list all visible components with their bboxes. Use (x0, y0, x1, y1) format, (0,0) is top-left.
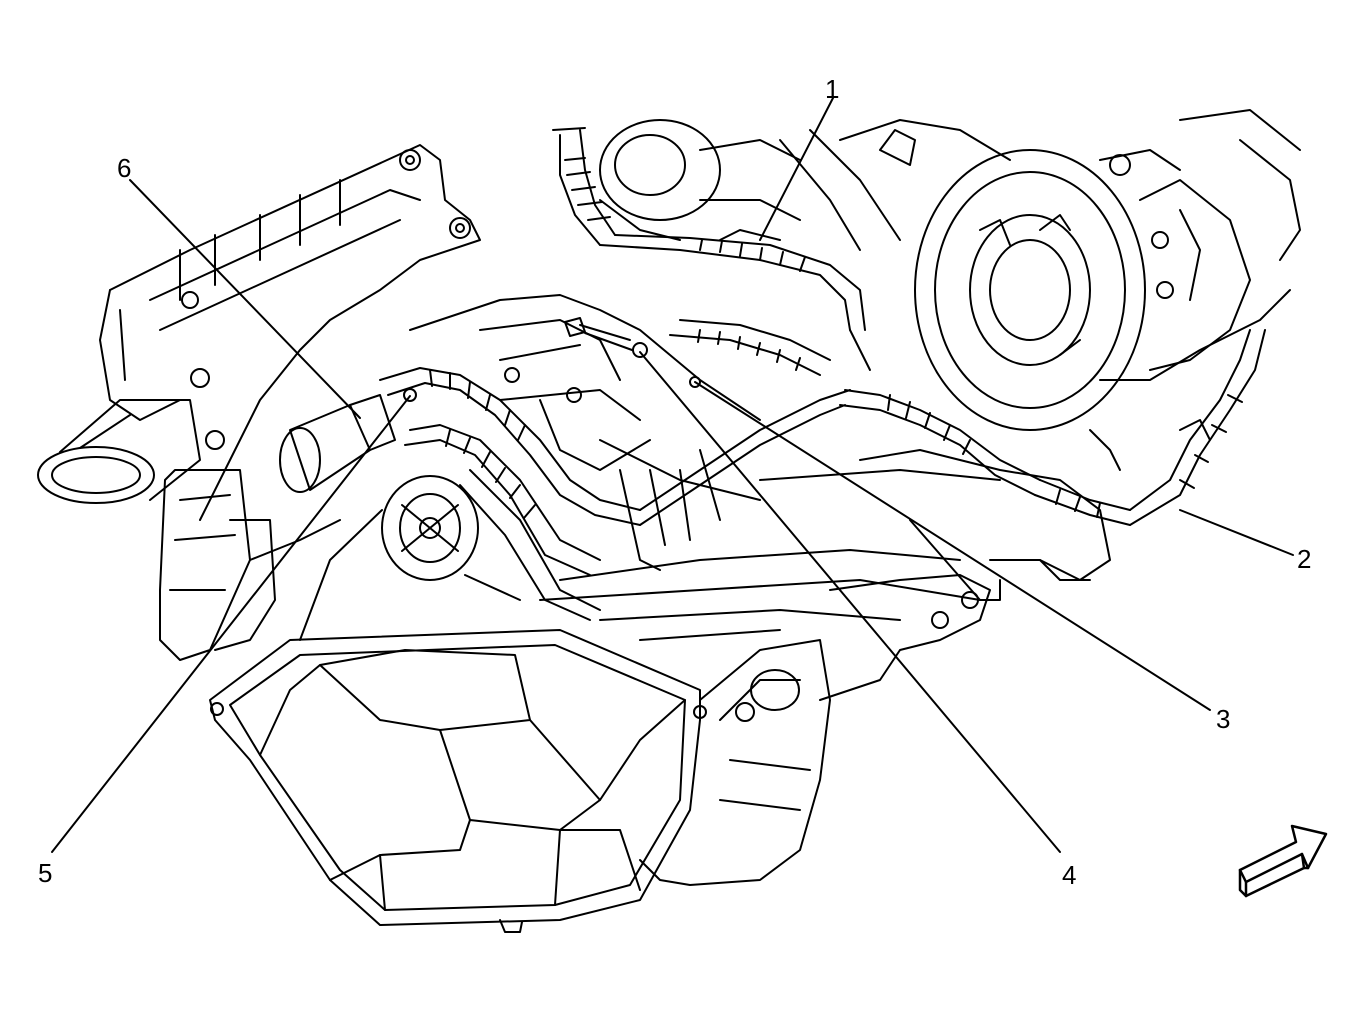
leader-line-6 (129, 179, 361, 419)
oil-pan (209, 629, 707, 933)
leader-line-3 (694, 381, 1211, 711)
left-cylinder-head (99, 144, 481, 521)
left-engine-block (159, 469, 341, 661)
callout-6-label: 6 (117, 153, 132, 183)
leader-line-4 (639, 351, 1061, 853)
callout-4-label: 4 (1062, 860, 1077, 890)
engine-valley (409, 294, 1001, 641)
front-cover (779, 109, 1301, 471)
coolant-outlet (37, 399, 201, 504)
leader-lines (51, 97, 1294, 853)
wiring-harness (379, 127, 1266, 621)
right-lower-block (639, 639, 831, 886)
crossmember-bracket (819, 449, 1111, 701)
callout-2-label: 2 (1297, 544, 1312, 574)
arrow-right-up-icon (1238, 824, 1328, 898)
callout-5-label: 5 (38, 858, 53, 888)
oil-filter (299, 475, 521, 641)
starter-solenoid (279, 394, 396, 493)
leader-line-5 (51, 395, 411, 853)
crankshaft-balancer (914, 149, 1146, 431)
leader-line-2 (1179, 509, 1294, 556)
callout-1-label: 1 (825, 74, 840, 104)
leader-line-1 (759, 97, 834, 241)
callout-3-label: 3 (1216, 704, 1231, 734)
